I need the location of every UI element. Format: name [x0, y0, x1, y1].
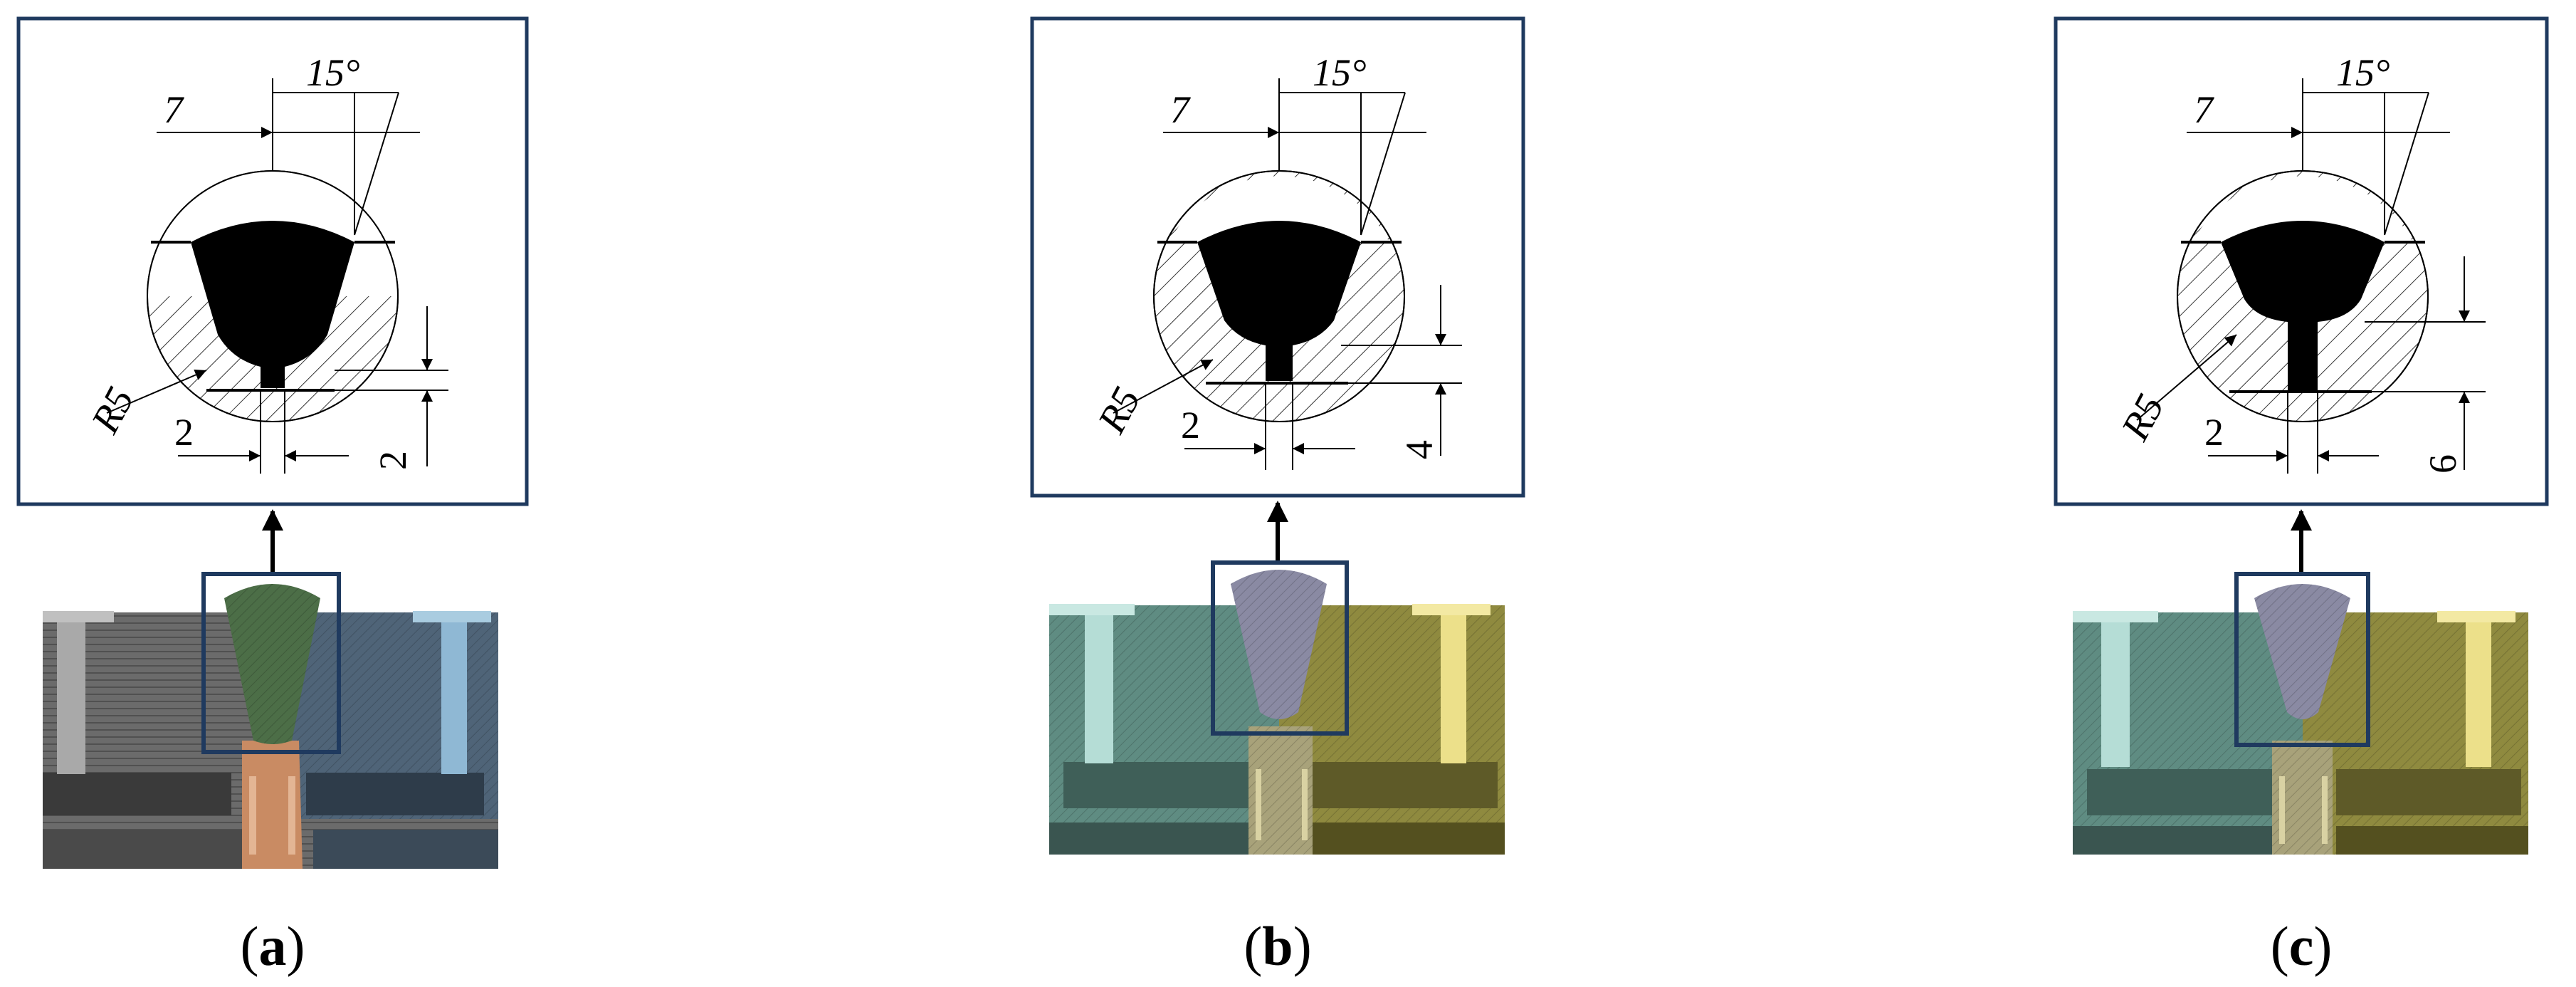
dim-neck-width: 2: [1181, 404, 1200, 446]
detail-drawing: 7 15° R5 2 4: [1089, 51, 1462, 470]
dim-top-width: 7: [2194, 88, 2214, 131]
dim-top-width: 7: [164, 88, 184, 131]
model-cross-section: [43, 572, 498, 869]
detail-drawing: 7 15° R5 2 6: [2113, 51, 2486, 474]
panel-a: 7 15° R5 2 2: [16, 16, 529, 977]
zoom-box: [201, 572, 341, 754]
model-cross-section: [1049, 560, 1505, 855]
caption-a: (a): [241, 915, 305, 977]
panel-b: 7 15° R5 2 4 (b): [1030, 16, 1525, 977]
zoom-box: [1211, 560, 1349, 736]
dim-angle: 15°: [306, 51, 360, 94]
caption-c: (c): [2271, 915, 2333, 977]
dim-top-width: 7: [1170, 88, 1191, 131]
dim-neck-height: 2: [372, 451, 414, 470]
caption-b: (b): [1244, 915, 1311, 977]
panel-c: 7 15° R5 2 6 (c): [2054, 16, 2549, 977]
dim-neck-height: 6: [2422, 454, 2464, 474]
zoom-box: [2234, 572, 2370, 747]
groove-profile: [2221, 221, 2385, 390]
dim-neck-width: 2: [174, 411, 194, 454]
dim-angle: 15°: [2336, 51, 2390, 94]
groove-profile: [1197, 221, 1361, 381]
model-cross-section: [2073, 572, 2528, 855]
dim-angle: 15°: [1313, 51, 1367, 94]
bottom-insert: [242, 741, 303, 869]
dim-neck-height: 4: [1398, 440, 1441, 459]
groove-profile: [191, 221, 354, 388]
dim-neck-width: 2: [2204, 411, 2224, 454]
